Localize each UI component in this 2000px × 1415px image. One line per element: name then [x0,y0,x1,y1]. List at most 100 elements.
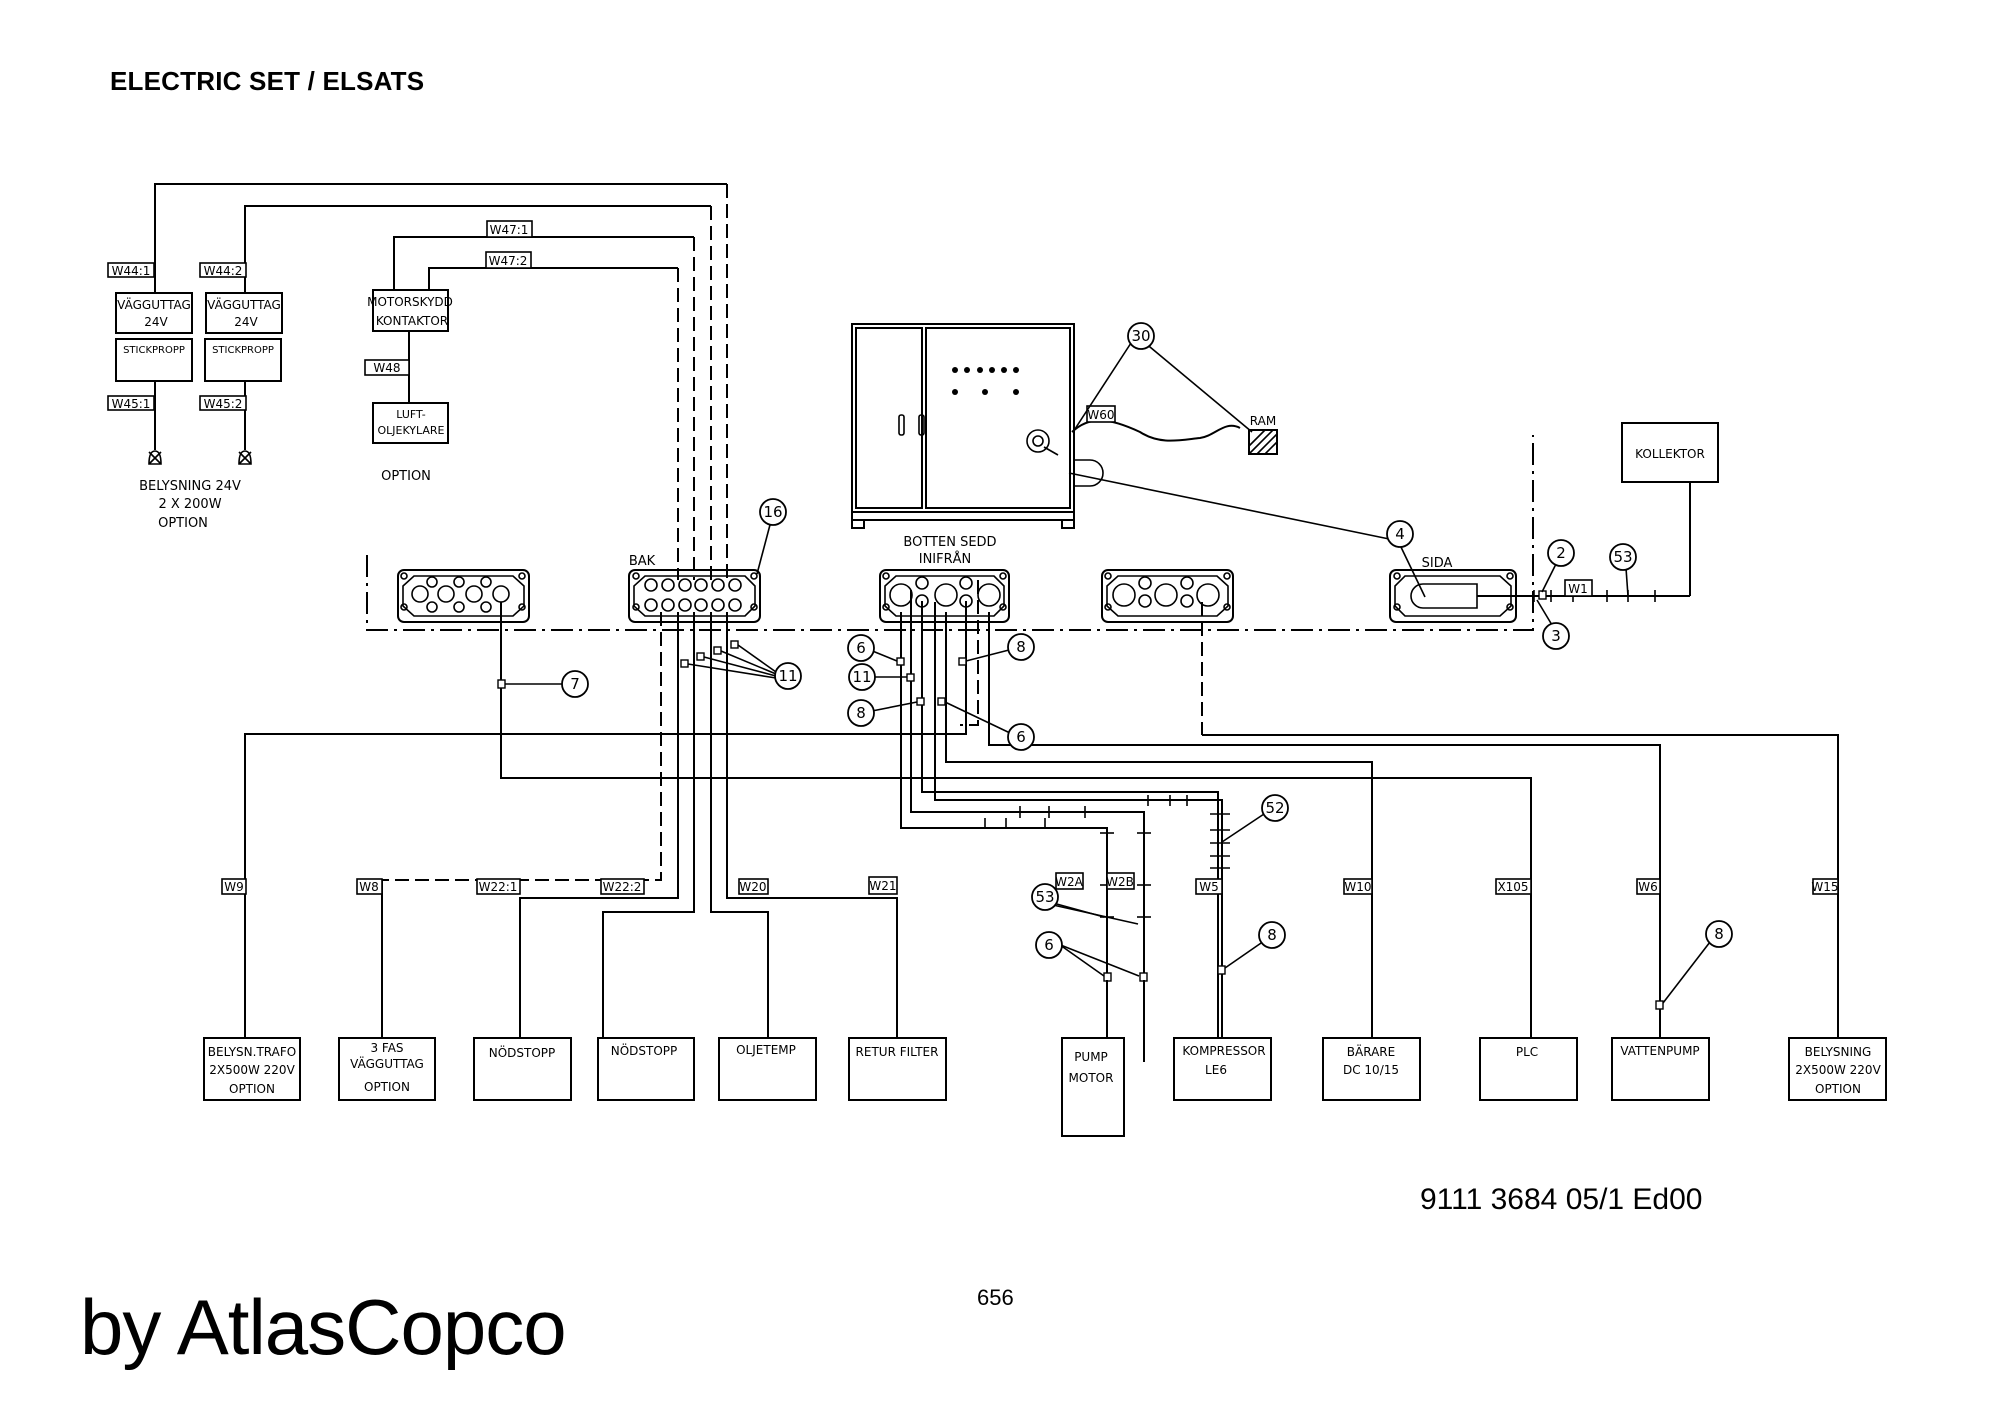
device-nodstopp-1: NÖDSTOPP [473,1037,572,1101]
svg-text:BELYSNING: BELYSNING [1805,1045,1872,1059]
oil-cooler-box: LUFT- OLJEKYLARE [372,402,449,444]
svg-text:53: 53 [1035,888,1054,906]
svg-text:2X500W 220V: 2X500W 220V [1795,1063,1881,1077]
label-w8: W8 [356,878,383,895]
device-vattenpump: VATTENPUMP [1611,1037,1710,1101]
svg-text:30: 30 [1131,327,1150,345]
svg-text:OPTION: OPTION [364,1080,410,1094]
wire-w1: W1 [1477,482,1691,602]
callout-2: 2 [1547,539,1575,567]
callout-52: 52 [1261,794,1289,822]
svg-text:W44:2: W44:2 [204,264,243,278]
wire-w47-1 [393,236,695,580]
label-w47-2: W47:2 [485,251,532,269]
label-w45-1: W45:1 [107,395,155,411]
label-w22-2: W22:2 [600,878,645,895]
page-title: ELECTRIC SET / ELSATS [110,66,425,96]
callout-53: 53 [1609,543,1637,571]
callout-6: 6 [1035,931,1063,959]
device-belysning: BELYSNING 2X500W 220V OPTION [1788,1037,1887,1101]
svg-text:11: 11 [852,668,871,686]
svg-text:6: 6 [1044,936,1054,954]
svg-text:KONTAKTOR: KONTAKTOR [376,314,448,328]
svg-text:DC 10/15: DC 10/15 [1343,1063,1399,1077]
device-retur-filter: RETUR FILTER [848,1037,947,1101]
device-pump-motor: PUMP MOTOR [1061,1037,1125,1137]
callout-11: 11 [774,662,802,690]
lighting-note: 2 X 200W [158,497,221,512]
svg-text:X105: X105 [1497,880,1528,894]
svg-text:53: 53 [1613,548,1632,566]
document-number: 9111 3684 05/1 Ed00 [1420,1183,1703,1216]
label-w47-1: W47:1 [486,220,533,238]
callout-16: 16 [759,498,787,526]
ground-cable-w60: W60 [1071,405,1241,442]
svg-text:W48: W48 [373,361,400,375]
svg-text:MOTORSKYDD: MOTORSKYDD [367,295,453,309]
svg-text:W22:1: W22:1 [479,880,518,894]
svg-text:11: 11 [778,667,797,685]
callout-6: 6 [1007,723,1035,751]
outlet-box-2: VÄGGUTTAG 24V [205,292,283,334]
svg-text:STICKPROPP: STICKPROPP [212,345,274,356]
svg-text:7: 7 [570,675,580,693]
device-kompressor: KOMPRESSOR LE6 [1173,1037,1272,1101]
svg-text:16: 16 [763,503,782,521]
svg-text:52: 52 [1265,799,1284,817]
label-w15: W15 [1811,878,1839,895]
cabinet-bottom-label: INIFRÅN [919,551,972,567]
svg-text:W5: W5 [1199,880,1219,894]
svg-text:W8: W8 [359,880,379,894]
svg-text:W45:2: W45:2 [204,397,243,411]
svg-text:8: 8 [1016,638,1026,656]
gland-plate-botten [879,569,1010,623]
svg-text:W21: W21 [869,879,896,893]
svg-text:STICKPROPP: STICKPROPP [123,345,185,356]
gland-plate-left [397,569,530,623]
lamp-icon [148,450,162,465]
svg-text:KOLLEKTOR: KOLLEKTOR [1635,447,1705,461]
svg-text:W10: W10 [1344,880,1371,894]
label-w2b: W2B [1106,872,1135,890]
motor-protection-box: MOTORSKYDD KONTAKTOR [367,289,453,332]
svg-text:VÄGGUTTAG: VÄGGUTTAG [207,297,281,312]
device-plc: PLC [1479,1037,1578,1101]
callout-7: 7 [561,670,589,698]
gland-plate-right [1101,569,1234,623]
svg-text:3: 3 [1551,627,1561,645]
svg-text:BÄRARE: BÄRARE [1347,1044,1395,1059]
svg-text:KOMPRESSOR: KOMPRESSOR [1182,1044,1265,1058]
svg-text:W44:1: W44:1 [112,264,151,278]
cabinet-bottom-label: BOTTEN SEDD [903,535,996,550]
svg-text:24V: 24V [234,315,258,329]
device-3fas-vagguttag: 3 FAS VÄGGUTTAG OPTION [338,1037,436,1101]
svg-text:LE6: LE6 [1205,1063,1227,1077]
svg-text:8: 8 [1267,926,1277,944]
callout-8: 8 [1258,921,1286,949]
lighting-note: BELYSNING 24V [139,479,241,494]
callout-3: 3 [1542,622,1570,650]
svg-text:W1: W1 [1568,582,1588,596]
callout-8: 8 [1007,633,1035,661]
label-w21: W21 [868,876,898,895]
svg-text:6: 6 [856,639,866,657]
svg-text:RETUR FILTER: RETUR FILTER [856,1045,939,1059]
svg-text:OPTION: OPTION [1815,1082,1861,1096]
label-w45-2: W45:2 [199,395,247,411]
svg-text:W22:2: W22:2 [603,880,642,894]
brand-text: by AtlasCopco [80,1283,567,1371]
svg-text:6: 6 [1016,728,1026,746]
cooler-note: OPTION [381,469,431,484]
svg-text:RAM: RAM [1250,414,1276,428]
svg-text:OLJEKYLARE: OLJEKYLARE [377,424,444,437]
plug-box-1: STICKPROPP [115,338,193,382]
svg-text:PLC: PLC [1516,1045,1538,1059]
callout-6: 6 [847,634,875,662]
svg-text:MOTOR: MOTOR [1069,1071,1114,1085]
svg-text:W45:1: W45:1 [112,397,151,411]
svg-text:OPTION: OPTION [229,1082,275,1096]
callout-8: 8 [847,699,875,727]
cabinet-boundary [366,435,1534,631]
svg-text:VÄGGUTTAG: VÄGGUTTAG [350,1056,424,1071]
